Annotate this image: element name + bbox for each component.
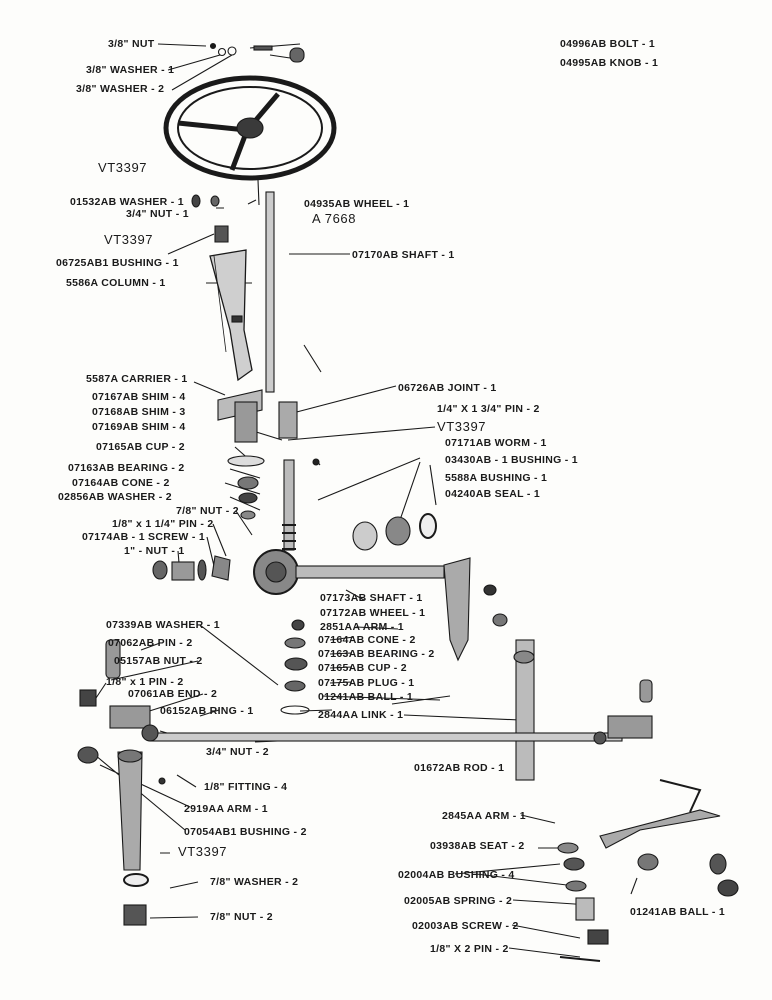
label-cup-07165b: 07165AB CUP - 2 <box>318 662 407 674</box>
label-seat: 03938AB SEAT - 2 <box>430 840 525 852</box>
label-cone-07164b: 07164AB CONE - 2 <box>318 634 416 646</box>
wheel-hub <box>236 117 264 139</box>
label-ring: 06152AB RING - 1 <box>160 705 254 717</box>
label-knob: 04995AB KNOB - 1 <box>560 57 659 69</box>
wheel-spokes <box>177 92 280 171</box>
label-pin-18-114: 1/8" x 1 1/4" PIN - 2 <box>112 518 214 530</box>
steering-shaft <box>265 191 275 393</box>
label-carrier: 5587A CARRIER - 1 <box>86 373 188 385</box>
label-cone-07164: 07164AB CONE - 2 <box>72 477 170 489</box>
label-cup-07165: 07165AB CUP - 2 <box>96 441 185 453</box>
label-bolt: 04996AB BOLT - 1 <box>560 38 656 50</box>
label-wheel-07172: 07172AB WHEEL - 1 <box>320 607 426 619</box>
pitman-arm <box>443 557 471 662</box>
label-rod: 01672AB ROD - 1 <box>414 762 505 774</box>
rod-end-left <box>109 705 151 729</box>
label-washer-78: 7/8" WASHER - 2 <box>210 876 299 888</box>
label-pin-18x1: 1/8" x 1 PIN - 2 <box>106 676 184 688</box>
label-vt3397-mid: VT3397 <box>104 232 154 247</box>
label-screw-02003: 02003AB SCREW - 2 <box>412 920 519 932</box>
label-washer-07339: 07339AB WASHER - 1 <box>106 619 220 631</box>
label-wheel: 04935AB WHEEL - 1 <box>304 198 410 210</box>
label-screw-07174: 07174AB - 1 SCREW - 1 <box>82 531 206 543</box>
label-fitting: 1/8" FITTING - 4 <box>204 781 288 793</box>
tie-rod <box>149 732 623 742</box>
right-steering-arm <box>599 809 721 849</box>
knob <box>289 47 305 63</box>
label-shim-07169: 07169AB SHIM - 4 <box>92 421 186 433</box>
label-shim-07168: 07168AB SHIM - 3 <box>92 406 186 418</box>
label-vt3397-top: VT3397 <box>98 160 148 175</box>
label-worm: 07171AB WORM - 1 <box>445 437 547 449</box>
label-washer-38-1: 3/8" WASHER - 1 <box>86 64 175 76</box>
label-arm-2845: 2845AA ARM - 1 <box>442 810 526 822</box>
label-nut-78: 7/8" NUT - 2 <box>176 505 239 517</box>
left-spindle-arm <box>117 751 143 871</box>
label-link: 2844AA LINK - 1 <box>318 709 404 721</box>
label-bushing-5588: 5588A BUSHING - 1 <box>445 472 548 484</box>
label-nut-34: 3/4" NUT - 1 <box>126 208 189 220</box>
label-nut-78b: 7/8" NUT - 2 <box>210 911 273 923</box>
label-pin-07062: 07062AB PIN - 2 <box>108 637 193 649</box>
label-end-07061: 07061AB END - 2 <box>128 688 218 700</box>
label-vt3397-right: VT3397 <box>437 419 487 434</box>
bolt <box>253 45 273 51</box>
steering-wheel-rim <box>163 75 337 181</box>
label-joint: 06726AB JOINT - 1 <box>398 382 497 394</box>
shim-stack <box>227 455 265 467</box>
sector-shaft <box>295 565 445 579</box>
rod-end-right <box>607 715 653 739</box>
label-column: 5586A COLUMN - 1 <box>66 277 166 289</box>
label-plug: 07175AB PLUG - 1 <box>318 677 415 689</box>
label-ball-01241: 01241AB BALL - 1 <box>318 691 414 703</box>
label-shim-07167: 07167AB SHIM - 4 <box>92 391 186 403</box>
label-wheel-sub: A 7668 <box>312 211 357 226</box>
label-washer-38-2: 3/8" WASHER - 2 <box>76 83 165 95</box>
label-bearing-07163: 07163AB BEARING - 2 <box>68 462 185 474</box>
label-vt3397-bottom: VT3397 <box>178 844 228 859</box>
drag-link <box>515 639 535 781</box>
label-ball-01241b: 01241AB BALL - 1 <box>630 906 726 918</box>
label-washer-02856: 02856AB WASHER - 2 <box>58 491 172 503</box>
label-spring: 02005AB SPRING - 2 <box>404 895 513 907</box>
label-nut-05157: 05157AB NUT - 2 <box>114 655 203 667</box>
label-bushing-02004: 02004AB BUSHING - 4 <box>398 869 515 881</box>
label-bushing-06725: 06725AB1 BUSHING - 1 <box>56 257 179 269</box>
label-nut-38: 3/8" NUT <box>108 38 155 50</box>
worm-gear <box>282 524 296 550</box>
label-arm-2851: 2851AA ARM - 1 <box>320 621 404 633</box>
label-washer-01532: 01532AB WASHER - 1 <box>70 196 184 208</box>
label-bushing-03430: 03430AB - 1 BUSHING - 1 <box>445 454 578 466</box>
label-nut-34b: 3/4" NUT - 2 <box>206 746 269 758</box>
leader-line <box>94 43 638 958</box>
label-pin-14: 1/4" X 1 3/4" PIN - 2 <box>437 403 540 415</box>
steering-column <box>209 249 253 382</box>
label-pin-18x2: 1/8" X 2 PIN - 2 <box>430 943 509 955</box>
label-bushing-07054: 07054AB1 BUSHING - 2 <box>184 826 307 838</box>
label-shaft-07170: 07170AB SHAFT - 1 <box>352 249 455 261</box>
worm-shaft <box>283 459 295 551</box>
label-seal: 04240AB SEAL - 1 <box>445 488 541 500</box>
label-bearing-07163b: 07163AB BEARING - 2 <box>318 648 435 660</box>
label-shaft-07173: 07173AB SHAFT - 1 <box>320 592 423 604</box>
joint <box>278 401 298 439</box>
bushing-upper <box>214 225 229 243</box>
label-nut-1: 1" - NUT - 1 <box>124 545 185 557</box>
label-arm-2919: 2919AA ARM - 1 <box>184 803 268 815</box>
